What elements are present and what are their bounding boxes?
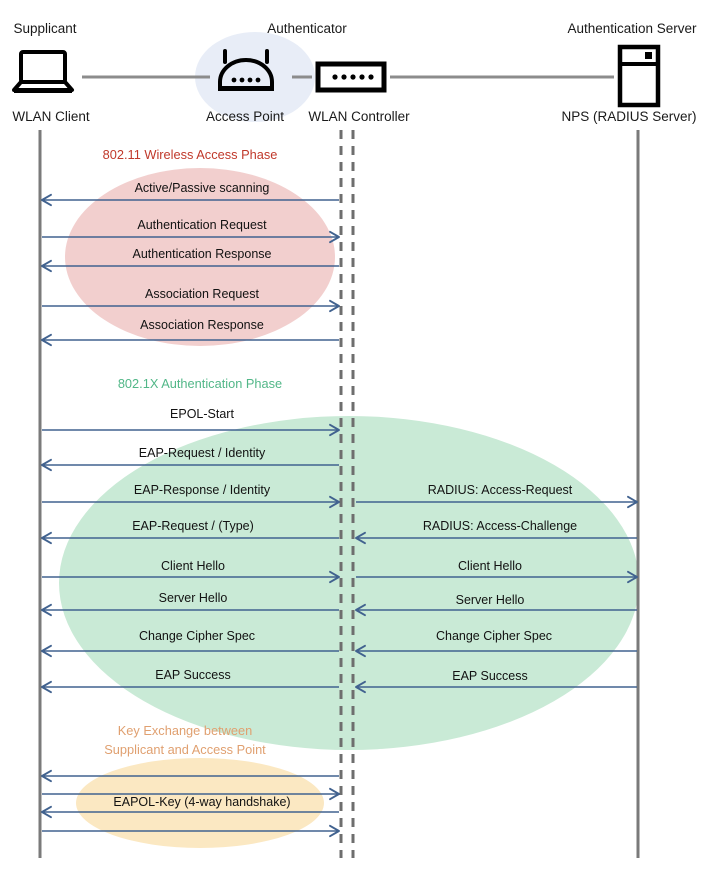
wireless-access-point-icon bbox=[218, 49, 274, 91]
arrow-head bbox=[41, 193, 52, 207]
arrow-head bbox=[355, 603, 366, 617]
message-arrow-m7 bbox=[41, 458, 339, 472]
message-arrow-m8 bbox=[42, 495, 340, 509]
actor-device-label-supplicant: WLAN Client bbox=[12, 109, 90, 124]
message-arrow-r2 bbox=[355, 531, 637, 545]
arrow-head bbox=[41, 333, 52, 347]
actor-role-label-supplicant: Supplicant bbox=[13, 21, 76, 36]
message-arrow-m10 bbox=[42, 570, 340, 584]
message-label-r4: Server Hello bbox=[456, 593, 525, 607]
message-arrow-k2 bbox=[42, 787, 340, 801]
message-arrow-m12 bbox=[41, 644, 339, 658]
arrow-head bbox=[41, 259, 52, 273]
message-label-m4: Association Request bbox=[145, 287, 259, 301]
message-label-m7: EAP-Request / Identity bbox=[139, 446, 266, 460]
arrow-head bbox=[355, 531, 366, 545]
message-arrow-m1 bbox=[41, 193, 339, 207]
arrow-head bbox=[329, 495, 340, 509]
phase-label-wireless-access-phase: 802.11 Wireless Access Phase bbox=[103, 147, 278, 162]
message-arrow-m4 bbox=[42, 299, 340, 313]
phase-label-dot1x-authentication-phase: 802.1X Authentication Phase bbox=[118, 376, 282, 391]
message-arrow-r5 bbox=[355, 644, 637, 658]
message-arrow-m6 bbox=[42, 423, 340, 437]
arrow-head bbox=[41, 644, 52, 658]
message-label-m10: Client Hello bbox=[161, 559, 225, 573]
message-label-r3: Client Hello bbox=[458, 559, 522, 573]
message-label-m13: EAP Success bbox=[155, 668, 231, 682]
message-label-m9: EAP-Request / (Type) bbox=[132, 519, 254, 533]
message-label-m6: EPOL-Start bbox=[170, 407, 234, 421]
message-label-m12: Change Cipher Spec bbox=[139, 629, 255, 643]
message-label-m11: Server Hello bbox=[159, 591, 228, 605]
arrow-head bbox=[41, 458, 52, 472]
phase-ellipse-dot1x-authentication-phase bbox=[59, 416, 639, 750]
message-label-r2: RADIUS: Access-Challenge bbox=[423, 519, 577, 533]
message-label-r1: RADIUS: Access-Request bbox=[428, 483, 573, 497]
phase-label-key-exchange-phase: Key Exchange between bbox=[118, 723, 252, 738]
message-label-m5: Association Response bbox=[140, 318, 264, 332]
arrow-head bbox=[627, 495, 638, 509]
message-arrow-r1 bbox=[356, 495, 638, 509]
arrow-head bbox=[41, 680, 52, 694]
message-label-r6: EAP Success bbox=[452, 669, 528, 683]
message-arrow-m9 bbox=[41, 531, 339, 545]
message-label-r5: Change Cipher Spec bbox=[436, 629, 552, 643]
message-arrow-k1 bbox=[41, 769, 339, 783]
actor-role-label-access-point: Authenticator bbox=[267, 21, 347, 36]
arrow-head bbox=[329, 824, 340, 838]
server-tower-icon bbox=[617, 44, 661, 108]
arrow-head bbox=[41, 805, 52, 819]
arrow-head bbox=[41, 531, 52, 545]
message-label-m8: EAP-Response / Identity bbox=[134, 483, 271, 497]
message-label-m3: Authentication Response bbox=[133, 247, 272, 261]
arrow-head bbox=[355, 680, 366, 694]
arrow-head bbox=[329, 787, 340, 801]
arrow-head bbox=[329, 230, 340, 244]
message-arrow-m3 bbox=[41, 259, 339, 273]
phase-label-key-exchange-phase: Supplicant and Access Point bbox=[104, 742, 266, 757]
message-arrow-k3 bbox=[41, 805, 339, 819]
phase-ellipse-key-exchange-phase bbox=[76, 758, 324, 848]
arrow-head bbox=[355, 644, 366, 658]
message-arrow-m2 bbox=[42, 230, 340, 244]
message-label-k3: EAPOL-Key (4-way handshake) bbox=[113, 795, 290, 809]
arrow-head bbox=[329, 299, 340, 313]
arrow-head bbox=[329, 423, 340, 437]
arrow-head bbox=[41, 769, 52, 783]
arrow-head bbox=[41, 603, 52, 617]
message-arrow-m5 bbox=[41, 333, 339, 347]
message-arrow-r3 bbox=[356, 570, 638, 584]
actor-device-label-authentication-server: NPS (RADIUS Server) bbox=[561, 109, 696, 124]
actor-role-label-authentication-server: Authentication Server bbox=[567, 21, 697, 36]
network-controller-icon bbox=[315, 61, 387, 93]
laptop-icon bbox=[12, 50, 74, 93]
message-arrow-m13 bbox=[41, 680, 339, 694]
actor-device-label-wlan-controller: WLAN Controller bbox=[308, 109, 410, 124]
arrow-head bbox=[329, 570, 340, 584]
phase-ellipse-wireless-access-phase bbox=[65, 168, 335, 346]
message-label-m2: Authentication Request bbox=[137, 218, 267, 232]
message-label-m1: Active/Passive scanning bbox=[135, 181, 270, 195]
message-arrow-r6 bbox=[355, 680, 637, 694]
message-arrow-m11 bbox=[41, 603, 339, 617]
message-arrow-k4 bbox=[42, 824, 340, 838]
actor-device-label-access-point: Access Point bbox=[206, 109, 284, 124]
message-arrow-r4 bbox=[355, 603, 637, 617]
arrow-head bbox=[627, 570, 638, 584]
